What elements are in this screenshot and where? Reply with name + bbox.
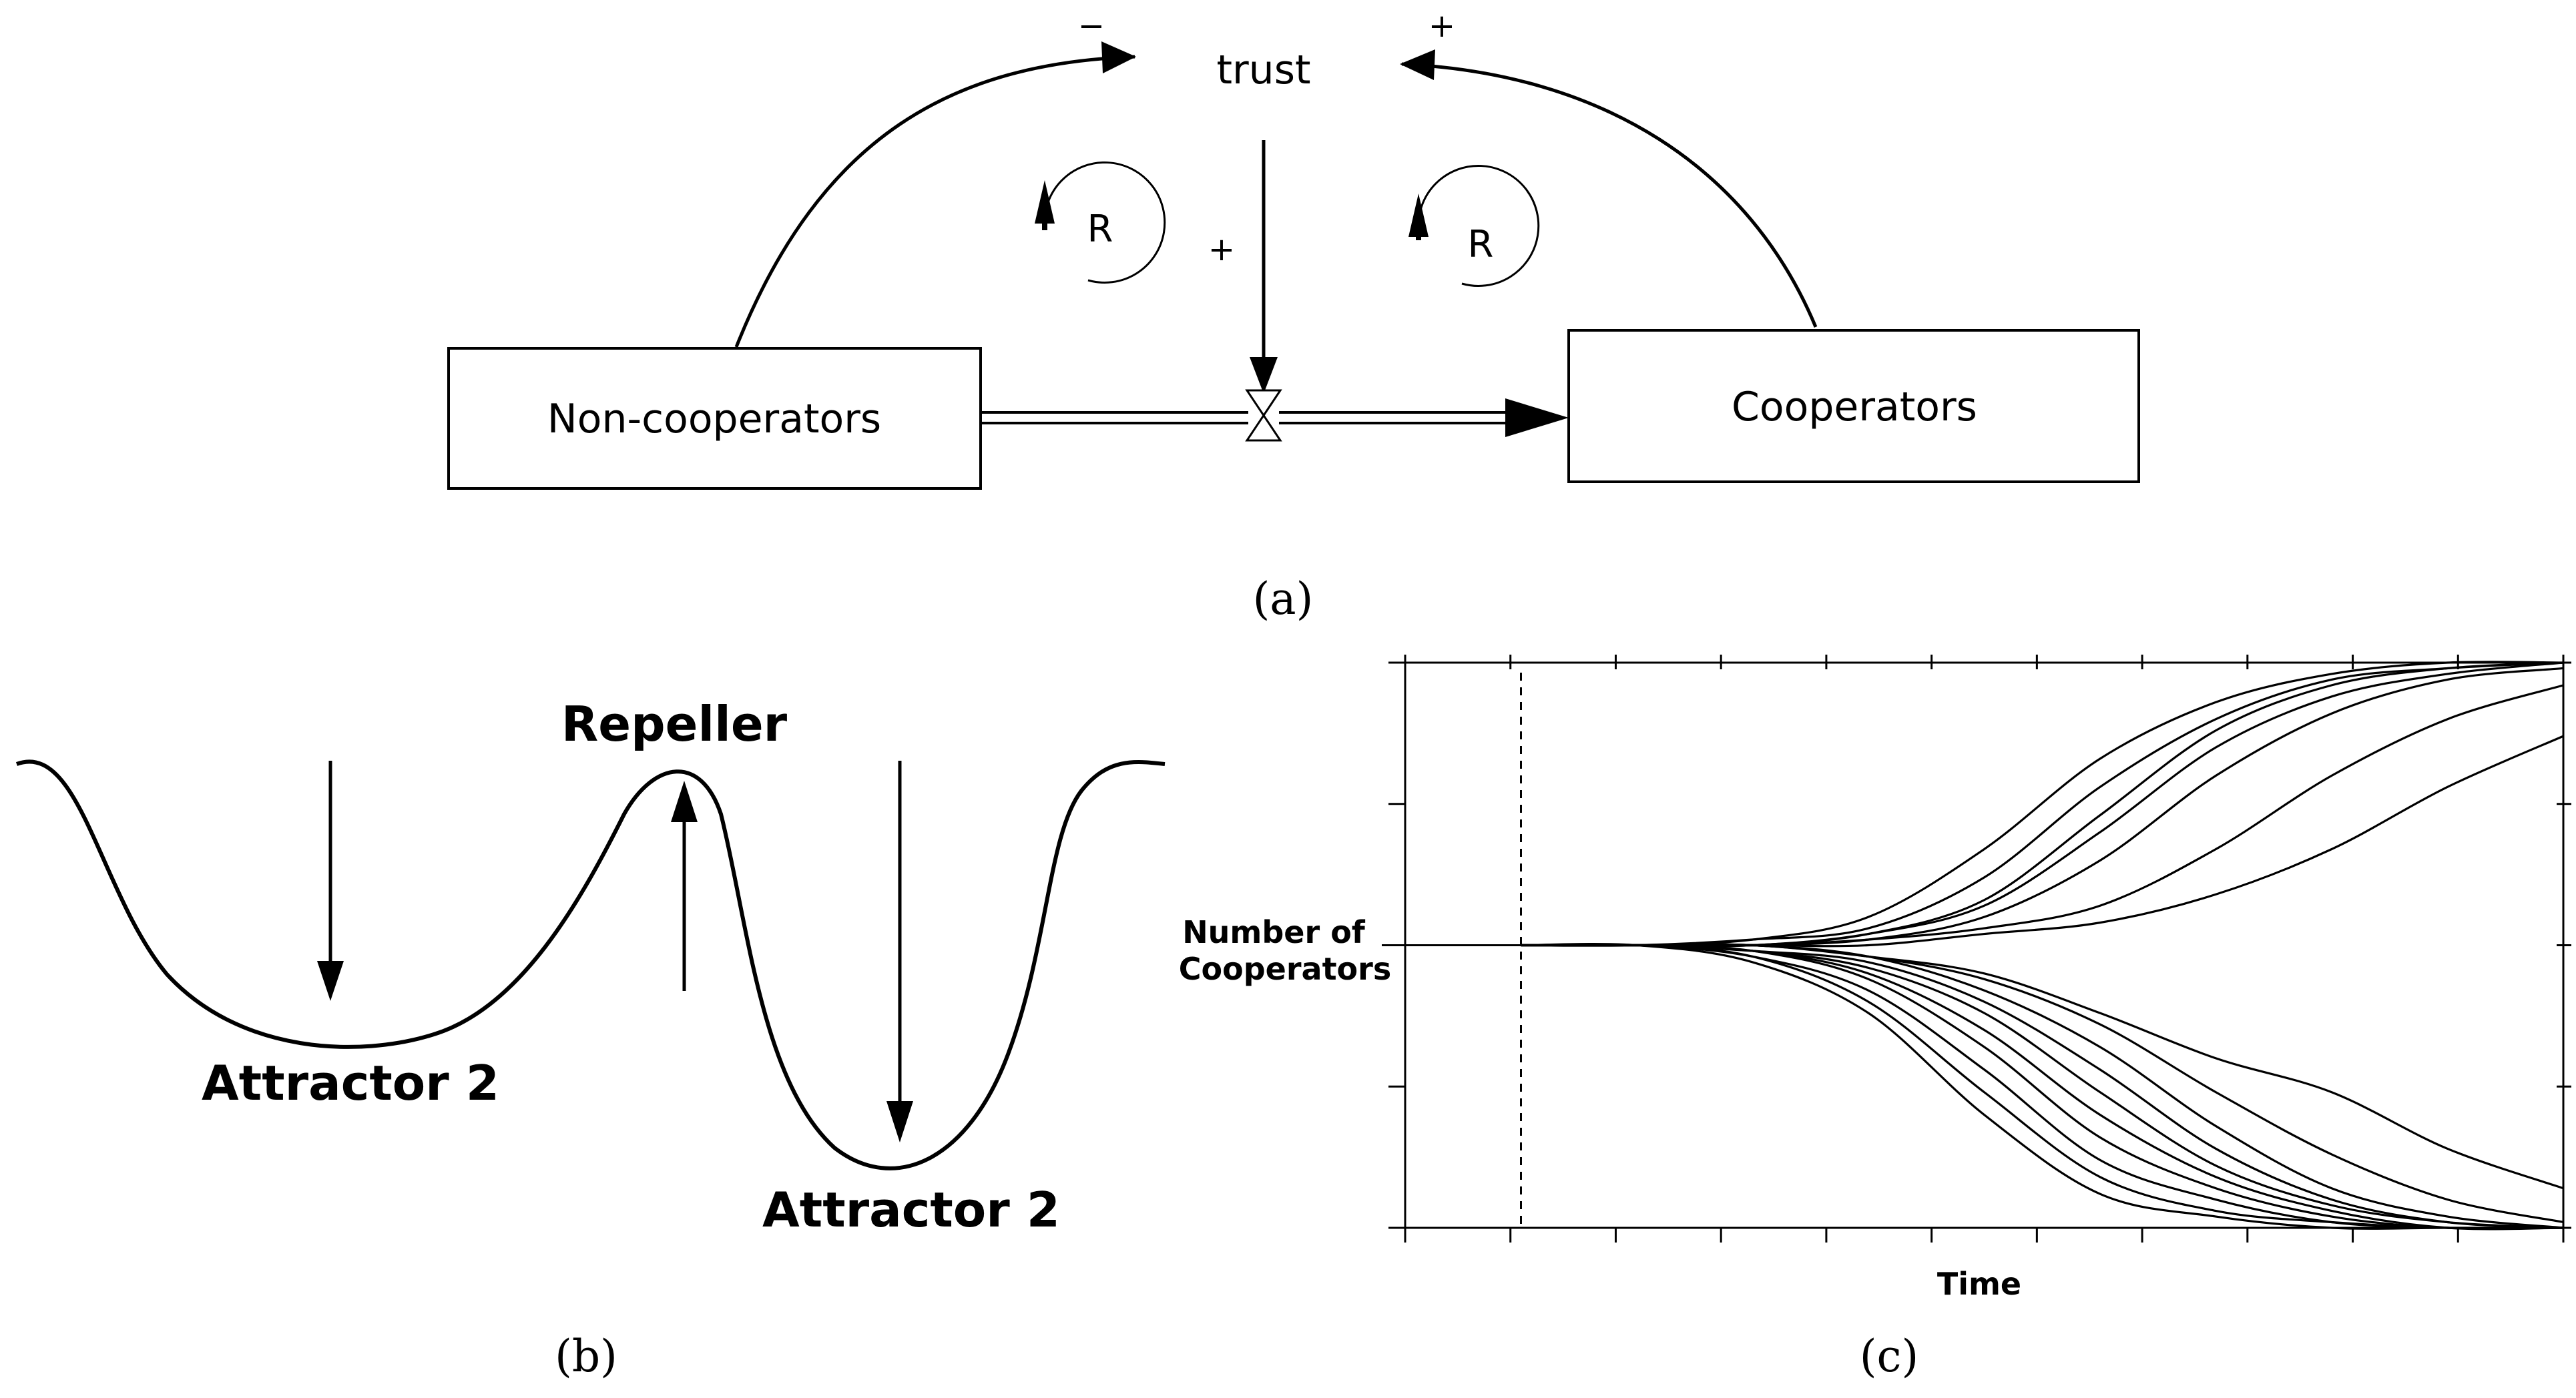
series-line-6 xyxy=(1521,684,2564,947)
flow-arrowhead xyxy=(1505,398,1569,437)
flow-pipe xyxy=(981,389,1569,442)
caption-c: (c) xyxy=(1860,1331,1918,1382)
reinforcing-loop-left: R xyxy=(1035,161,1166,284)
reinforcing-loop-right: R xyxy=(1408,164,1540,287)
arrow-up-repeller-head xyxy=(671,781,698,822)
link-noncooperators-to-trust xyxy=(734,55,1135,348)
link-left-arrowhead xyxy=(1101,41,1136,73)
sign-right-link: + xyxy=(1429,7,1455,45)
series-line-5 xyxy=(1521,667,2564,947)
link-cooperators-to-trust xyxy=(1401,62,1818,328)
series-line-10 xyxy=(1521,943,2564,1229)
repeller-label: Repeller xyxy=(561,696,788,752)
series-line-8 xyxy=(1521,943,2564,1190)
y-axis-label-line2: Cooperators xyxy=(1179,951,1391,987)
caption-b: (b) xyxy=(555,1331,617,1382)
link-right-arrowhead xyxy=(1400,49,1435,80)
series-line-9 xyxy=(1521,943,2564,1224)
series-line-14 xyxy=(1521,944,2564,1230)
sign-left-link: − xyxy=(1078,7,1105,45)
landscape-curve xyxy=(15,759,1166,1170)
stock-cooperators-label: Cooperators xyxy=(1732,384,1977,430)
series-line-16 xyxy=(1521,943,2564,1230)
chart-lines xyxy=(1521,661,2564,1231)
caption-a: (a) xyxy=(1253,573,1314,625)
x-axis-label: Time xyxy=(1937,1266,2021,1302)
arrow-down-right-head xyxy=(886,1101,913,1142)
panel-a: trust − + + R R Non-cooperators xyxy=(447,7,2140,625)
trust-variable-label: trust xyxy=(1216,47,1310,93)
series-line-7 xyxy=(1521,735,2564,948)
loop-label-right: R xyxy=(1468,223,1494,266)
stock-noncooperators-label: Non-cooperators xyxy=(547,396,881,442)
panel-b: Repeller Attractor 2 Attractor 2 (b) xyxy=(15,696,1166,1382)
arrow-down-left-head xyxy=(317,961,344,1001)
link-valve-arrowhead xyxy=(1250,357,1278,394)
sign-flow-link: + xyxy=(1208,231,1235,268)
y-axis-label-line1: Number of xyxy=(1182,914,1366,950)
stock-cooperators xyxy=(1567,329,2140,483)
series-line-2 xyxy=(1521,661,2564,947)
panel-c: Number of Cooperators Time (c) xyxy=(1179,655,2571,1382)
left-attractor-label: Attractor 2 xyxy=(202,1055,499,1111)
right-attractor-label: Attractor 2 xyxy=(762,1182,1060,1238)
series-line-1 xyxy=(1521,661,2564,947)
flow-valve xyxy=(1245,389,1282,442)
loop-label-left: R xyxy=(1087,208,1113,251)
stock-noncooperators xyxy=(447,347,982,490)
series-line-17 xyxy=(1521,943,2563,1230)
chart-axes xyxy=(1382,655,2571,1243)
